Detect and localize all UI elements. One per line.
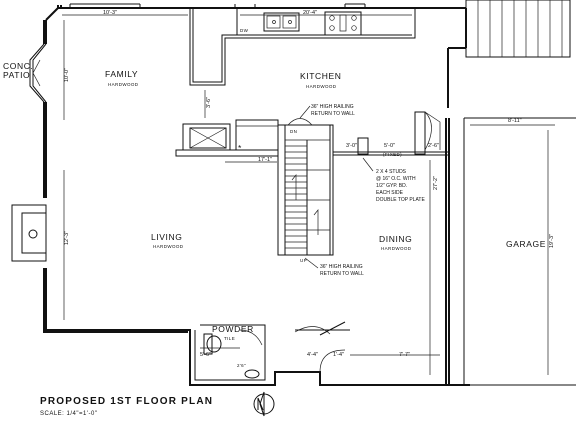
dim-bottom-b: 1'-4" (333, 352, 344, 358)
dim-family-side: 10'-0" (64, 68, 70, 82)
room-labels: FAMILY HARDWOOD KITCHEN HARDWOOD LIVING … (3, 61, 546, 341)
stud-note-line1: 2 X 4 STUDS (376, 169, 407, 175)
family-room-label: FAMILY (105, 69, 138, 79)
powder-dim-label: 2'6" (237, 363, 246, 368)
dim-dining-side: 27'-2" (433, 176, 439, 190)
island: * (175, 119, 279, 157)
patio-label-line2: PATIO (3, 70, 30, 80)
exterior-walls (43, 5, 576, 386)
plan-title: PROPOSED 1ST FLOOR PLAN (40, 396, 213, 407)
living-floor-label: HARDWOOD (153, 244, 184, 249)
title-block: PROPOSED 1ST FLOOR PLAN SCALE: 1/4"=1'-0… (40, 391, 275, 417)
powder-room-label: POWDER (212, 324, 254, 334)
patio-door (29, 43, 47, 103)
stud-note-line3: 1/2" GYP. BD. (376, 183, 407, 189)
dim-powder-width: 5'-6" (200, 352, 211, 358)
dim-bottom-c: 7'-7" (399, 352, 410, 358)
dim-top-left: 10'-3" (103, 10, 117, 16)
garage-label: GARAGE (506, 239, 546, 249)
stud-note-line4: EACH SIDE (376, 190, 404, 196)
stud-note-line2: @ 16" O.C. WITH (376, 176, 416, 182)
garage-stairs (465, 0, 571, 58)
living-room-label: LIVING (151, 232, 182, 242)
fireplace (11, 204, 47, 262)
railing-bottom-note-line1: 36" HIGH RAILING (320, 264, 363, 270)
partition-wall (333, 111, 448, 156)
dining-room-label: DINING (379, 234, 412, 244)
dim-kitchen-c: 2'-6" (428, 143, 439, 149)
stair-up-label: UP (300, 258, 307, 263)
kitchen-room-label: KITCHEN (300, 71, 342, 81)
dining-floor-label: HARDWOOD (381, 246, 412, 251)
stair-down-label: DN (290, 129, 297, 134)
annotation-labels: DW (FIXED) 36" HIGH RAILING RETURN TO WA… (240, 28, 425, 277)
dim-living-side: 12'-3" (64, 231, 70, 245)
powder-room (194, 324, 266, 381)
dim-bottom-a: 4'-4" (307, 352, 318, 358)
dim-top-right: 20'-4" (303, 10, 317, 16)
railing-top-note-line1: 36" HIGH RAILING (311, 104, 354, 110)
window-marks (69, 3, 366, 8)
stud-note-line5: DOUBLE TOP PLATE (376, 197, 425, 203)
kitchen-counter (189, 8, 416, 86)
dimension-lines (62, 14, 555, 375)
kitchen-floor-label: HARDWOOD (306, 84, 337, 89)
dimension-labels: 10'-3" 20'-4" 10'-0" 12'-3" 3'-6" 17'-1"… (64, 10, 555, 368)
dim-garage-side: 19'-3" (549, 234, 555, 248)
dim-kitchen-a: 3'-0" (346, 143, 357, 149)
dim-family-passage: 3'-6" (206, 97, 212, 108)
powder-floor-label: TILE (224, 336, 235, 341)
dim-stair-run: 17'-1" (258, 157, 272, 163)
dim-kitchen-b: 5'-0" (384, 143, 395, 149)
staircase: DN UP (277, 118, 334, 263)
railing-bottom-note-line2: RETURN TO WALL (320, 271, 364, 277)
note-leaders (299, 105, 374, 269)
family-floor-label: HARDWOOD (108, 82, 139, 87)
entry-doors (294, 321, 350, 373)
patio-label-line1: CONC. (3, 61, 33, 71)
asterisk-symbol: * (238, 143, 242, 153)
fixed-window-label: (FIXED) (383, 152, 402, 157)
plan-scale: SCALE: 1/4"=1'-0" (40, 411, 97, 417)
dishwasher-label: DW (240, 28, 249, 33)
railing-top-note-line2: RETURN TO WALL (311, 111, 355, 117)
dim-garage-top: 8'-11" (508, 118, 522, 124)
